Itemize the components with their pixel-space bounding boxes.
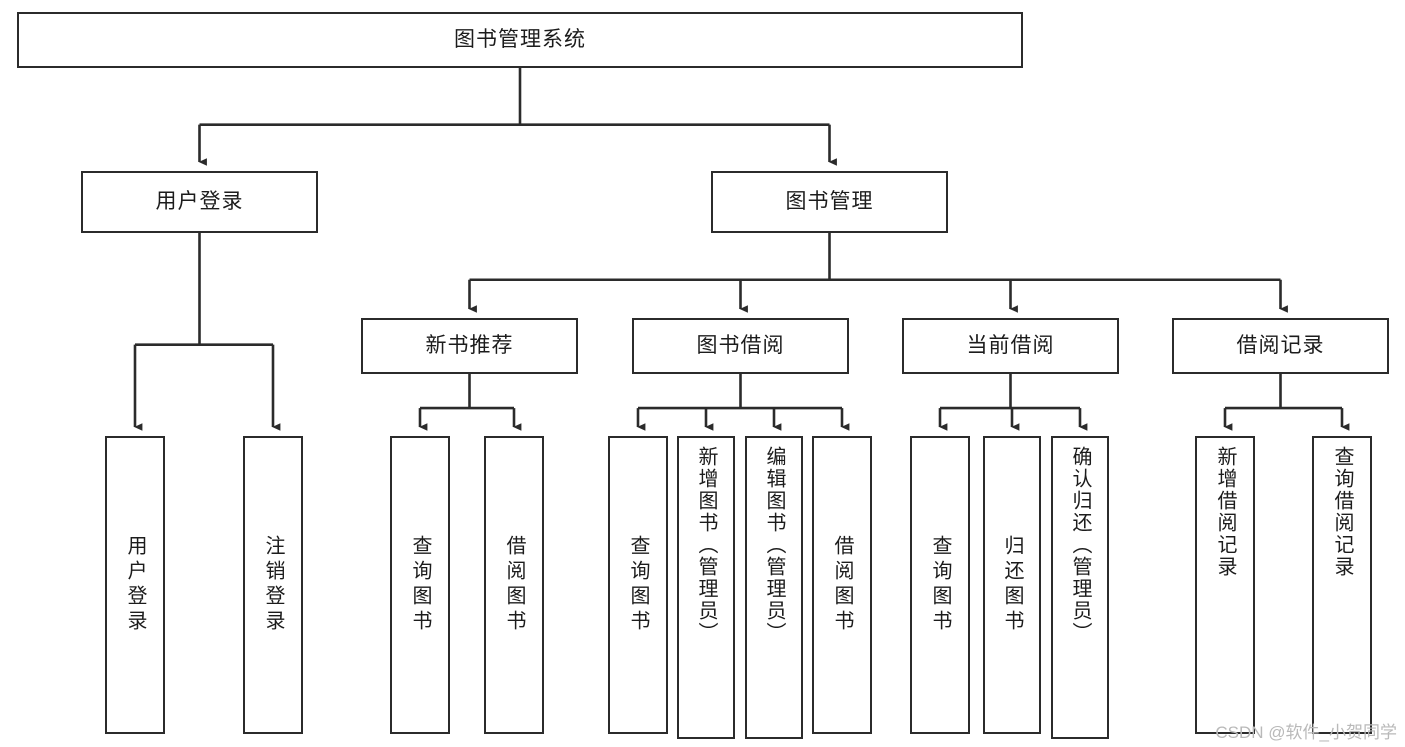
- node-label-new-book-rec: 新书推荐: [425, 334, 514, 358]
- node-user-login[interactable]: 用户登录: [81, 171, 318, 233]
- node-label-leaf-add-book: 新增图书（管理员）: [695, 446, 717, 644]
- node-leaf-user-login[interactable]: 用户登录: [105, 436, 165, 734]
- node-leaf-borrow-1[interactable]: 借阅图书: [484, 436, 544, 734]
- node-leaf-query-2[interactable]: 查询图书: [608, 436, 668, 734]
- node-book-borrow[interactable]: 图书借阅: [632, 318, 849, 374]
- node-label-leaf-add-rec: 新增借阅记录: [1214, 446, 1236, 578]
- node-label-leaf-query-rec: 查询借阅记录: [1331, 446, 1353, 578]
- edge-group: [133, 68, 1350, 431]
- node-label-leaf-query-1: 查询图书: [409, 535, 431, 635]
- node-label-leaf-query-3: 查询图书: [929, 535, 951, 635]
- node-leaf-confirm[interactable]: 确认归还（管理员）: [1051, 436, 1109, 739]
- node-leaf-query-3[interactable]: 查询图书: [910, 436, 970, 734]
- node-label-borrow-record: 借阅记录: [1236, 334, 1325, 358]
- node-label-leaf-logout: 注销登录: [262, 535, 284, 635]
- node-leaf-add-book[interactable]: 新增图书（管理员）: [677, 436, 735, 739]
- node-label-user-login: 用户登录: [155, 190, 244, 214]
- node-borrow-record[interactable]: 借阅记录: [1172, 318, 1389, 374]
- node-root[interactable]: 图书管理系统: [17, 12, 1023, 68]
- node-new-book-rec[interactable]: 新书推荐: [361, 318, 578, 374]
- node-leaf-logout[interactable]: 注销登录: [243, 436, 303, 734]
- node-leaf-query-rec[interactable]: 查询借阅记录: [1312, 436, 1372, 734]
- node-label-book-borrow: 图书借阅: [696, 334, 785, 358]
- node-leaf-borrow-2[interactable]: 借阅图书: [812, 436, 872, 734]
- node-leaf-edit-book[interactable]: 编辑图书（管理员）: [745, 436, 803, 739]
- node-label-leaf-borrow-2: 借阅图书: [831, 535, 853, 635]
- node-book-manage[interactable]: 图书管理: [711, 171, 948, 233]
- node-leaf-return[interactable]: 归还图书: [983, 436, 1041, 734]
- node-label-root: 图书管理系统: [454, 28, 586, 52]
- node-label-leaf-confirm: 确认归还（管理员）: [1069, 446, 1091, 644]
- node-label-leaf-edit-book: 编辑图书（管理员）: [763, 446, 785, 644]
- node-leaf-add-rec[interactable]: 新增借阅记录: [1195, 436, 1255, 734]
- node-label-current-borrow: 当前借阅: [966, 334, 1055, 358]
- node-label-leaf-query-2: 查询图书: [627, 535, 649, 635]
- node-label-book-manage: 图书管理: [785, 190, 874, 214]
- node-label-leaf-borrow-1: 借阅图书: [503, 535, 525, 635]
- node-label-leaf-return: 归还图书: [1001, 535, 1023, 635]
- node-current-borrow[interactable]: 当前借阅: [902, 318, 1119, 374]
- node-leaf-query-1[interactable]: 查询图书: [390, 436, 450, 734]
- node-label-leaf-user-login: 用户登录: [124, 535, 146, 635]
